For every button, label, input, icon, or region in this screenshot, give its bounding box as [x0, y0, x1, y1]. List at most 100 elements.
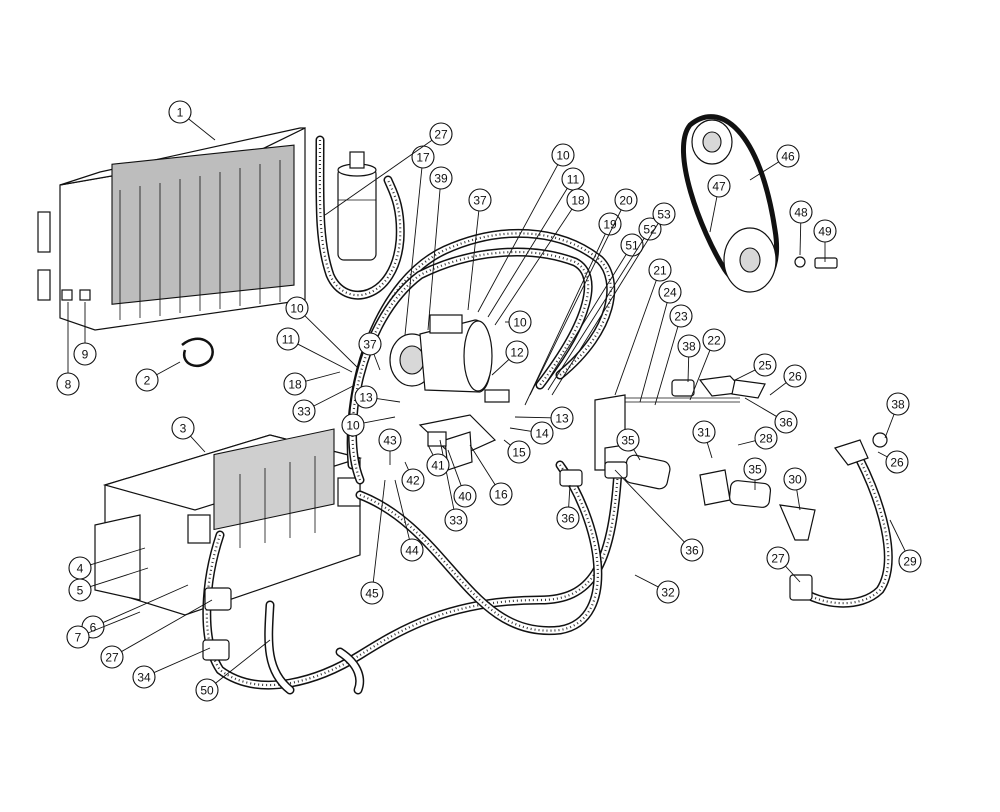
callout-circle	[429, 166, 453, 190]
evaporator-core-lines	[239, 456, 316, 548]
callout-c35b: 35	[743, 457, 767, 490]
callout-c52: 52	[547, 217, 662, 391]
callout-c27b: 27	[100, 599, 213, 669]
leader-line	[372, 479, 386, 583]
callout-circle	[669, 304, 693, 328]
callout-number: 32	[661, 586, 675, 600]
callout-circle	[783, 364, 807, 388]
callout-circle	[276, 327, 300, 351]
callout-number: 36	[561, 512, 575, 526]
callout-c35a: 35	[616, 428, 641, 461]
callout-circle	[702, 328, 726, 352]
callout-c44: 44	[394, 479, 424, 562]
leader-line	[737, 440, 756, 446]
callout-c26a: 26	[769, 364, 807, 396]
callout-circle	[753, 353, 777, 377]
callout-c10d: 10	[341, 413, 396, 437]
callout-c2: 2	[135, 361, 181, 392]
leader-line	[614, 469, 685, 543]
callout-circle	[489, 482, 513, 506]
callout-circle	[508, 310, 532, 334]
callout-number: 10	[290, 302, 304, 316]
leader-line	[153, 647, 211, 673]
leader-line	[469, 444, 496, 485]
leader-line	[503, 439, 511, 446]
callout-number: 40	[458, 490, 472, 504]
callout-circle	[453, 484, 477, 508]
leader-line	[884, 414, 895, 439]
leader-line	[509, 427, 532, 432]
callout-number: 33	[449, 514, 463, 528]
callout-number: 28	[759, 432, 773, 446]
callout-c36a: 36	[556, 484, 580, 530]
callout-number: 4	[77, 562, 84, 576]
callout-circle	[656, 580, 680, 604]
callout-number: 44	[405, 544, 419, 558]
callout-circle	[774, 410, 798, 434]
callout-c47: 47	[707, 174, 731, 233]
callout-c38b: 38	[884, 392, 910, 439]
callout-number: 48	[794, 206, 808, 220]
callout-c33a: 33	[292, 384, 356, 423]
fittings	[202, 375, 888, 661]
callout-number: 52	[643, 223, 657, 237]
callout-c26b: 26	[877, 450, 909, 474]
callout-c23: 23	[654, 304, 693, 406]
callout-number: 53	[657, 208, 671, 222]
callout-number: 14	[535, 427, 549, 441]
leader-line	[524, 233, 606, 406]
callout-circle	[550, 406, 574, 430]
callout-number: 22	[707, 334, 721, 348]
line-bracket	[594, 394, 740, 471]
leader-line	[190, 435, 206, 453]
leader-line	[313, 384, 356, 407]
leader-line	[744, 397, 777, 417]
callout-c4: 4	[68, 547, 146, 580]
leader-line	[188, 118, 216, 141]
callout-c39: 39	[427, 166, 453, 331]
callout-circle	[776, 144, 800, 168]
callout-number: 16	[494, 488, 508, 502]
callout-circle	[692, 420, 716, 444]
callout-c32: 32	[634, 574, 680, 604]
callout-number: 33	[297, 405, 311, 419]
evaporator-housing	[94, 428, 363, 616]
callout-number: 10	[346, 419, 360, 433]
callout-circle	[378, 428, 402, 452]
callout-circle	[707, 174, 731, 198]
callout-number: 5	[77, 584, 84, 598]
leader-line	[404, 461, 409, 471]
leader-line	[121, 599, 213, 652]
callout-c31: 31	[692, 420, 716, 459]
callout-number: 2	[144, 374, 151, 388]
callout-number: 27	[105, 651, 119, 665]
callout-c10a: 10	[285, 296, 359, 369]
leader-line	[544, 254, 627, 386]
callout-number: 42	[406, 474, 420, 488]
callout-circle	[401, 468, 425, 492]
callout-circle	[171, 416, 195, 440]
callout-c49: 49	[813, 219, 837, 262]
callout-c28: 28	[737, 426, 778, 450]
callout-number: 6	[90, 621, 97, 635]
leader-line	[477, 164, 559, 313]
callout-c38a: 38	[677, 334, 701, 383]
callout-c5: 5	[68, 567, 149, 602]
drive-belt-and-pulleys	[680, 114, 838, 293]
callout-number: 25	[758, 359, 772, 373]
callout-number: 26	[890, 456, 904, 470]
callout-c27c: 27	[766, 546, 801, 583]
callout-number: 13	[359, 391, 373, 405]
callout-c33b: 33	[439, 439, 468, 532]
callout-c16: 16	[469, 444, 513, 506]
leader-line	[487, 188, 568, 318]
callout-number: 26	[788, 370, 802, 384]
compressor	[389, 314, 510, 403]
callout-circle	[754, 426, 778, 450]
leader-line	[90, 547, 146, 566]
callout-c12: 12	[491, 340, 529, 376]
callout-number: 43	[383, 434, 397, 448]
callout-circle	[360, 581, 384, 605]
callout-c46: 46	[749, 144, 800, 181]
callout-c37b: 37	[358, 332, 382, 371]
